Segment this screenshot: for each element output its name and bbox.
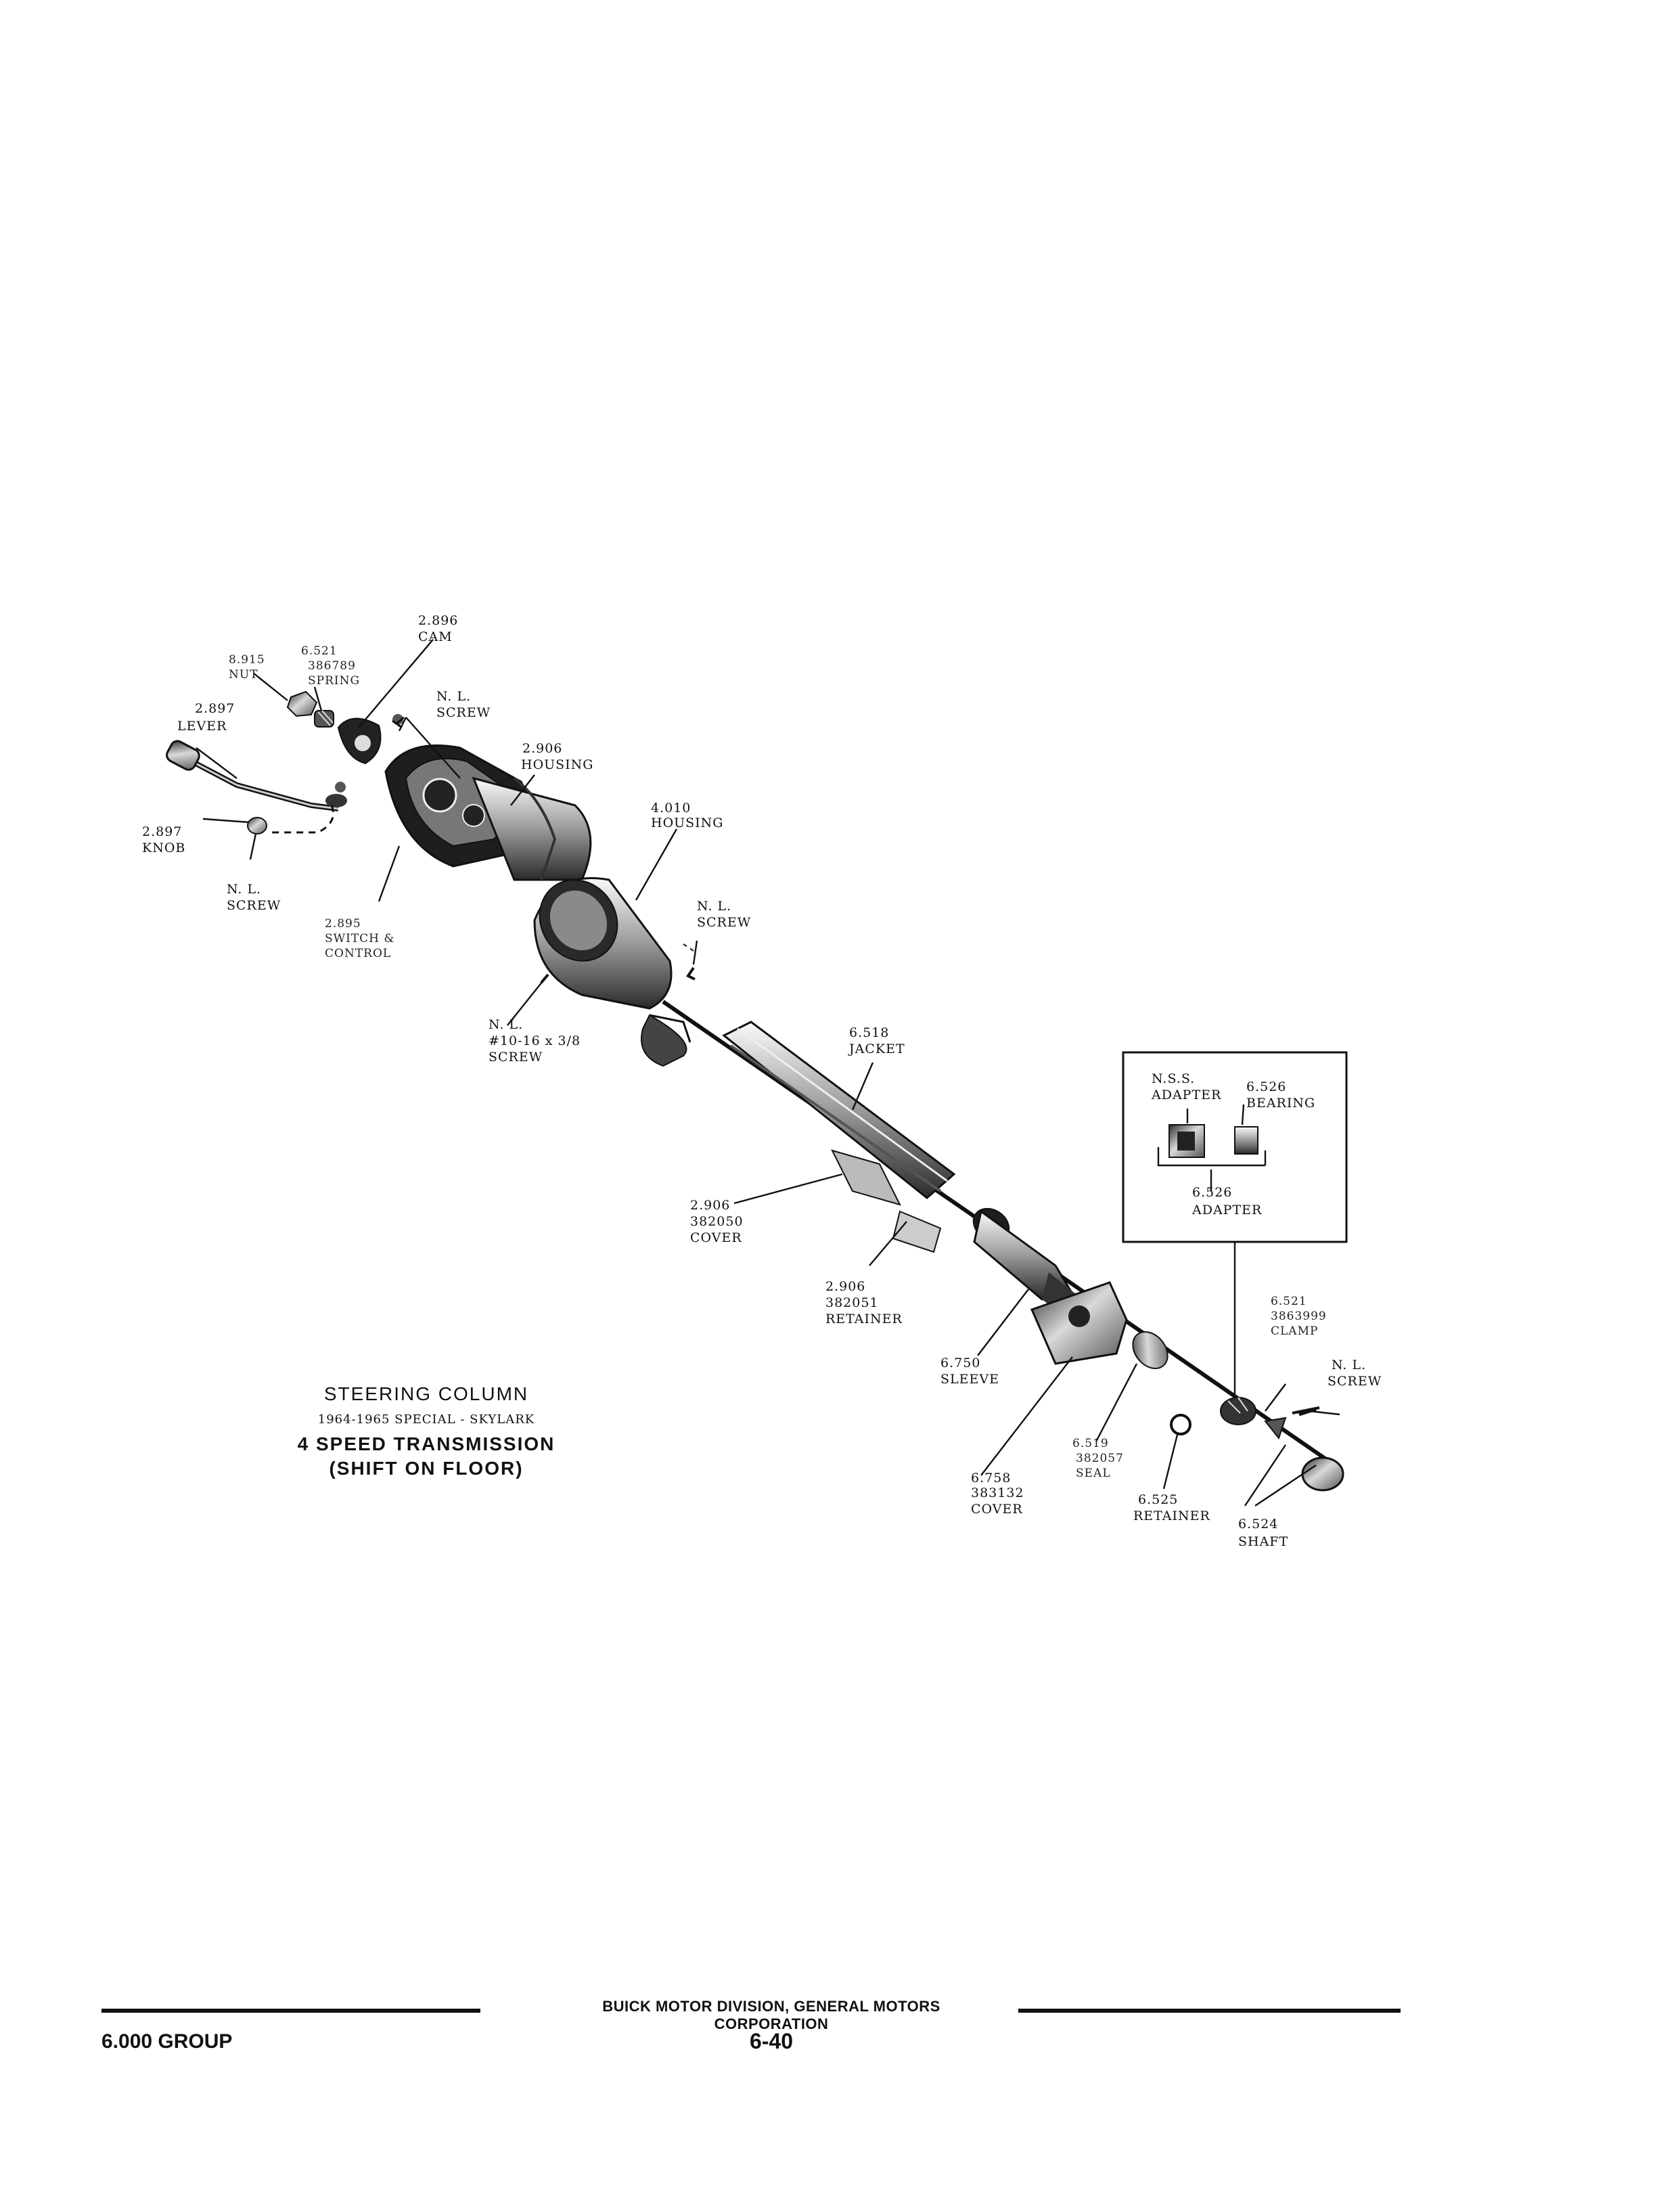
title-main: STEERING COLUMN xyxy=(323,1383,529,1404)
nut-spring-cam xyxy=(286,690,403,792)
leader-lines xyxy=(196,639,1340,1506)
footer-company: BUICK MOTOR DIVISION, GENERAL MOTORS COR… xyxy=(602,1998,940,2032)
footer-group: 6.000 GROUP xyxy=(101,2030,233,2053)
label-screw-top: N. L.SCREW xyxy=(436,689,491,720)
lever-rod xyxy=(166,740,347,834)
lower-housing xyxy=(533,877,691,1067)
title-shift: (SHIFT ON FLOOR) xyxy=(329,1458,524,1479)
diagram-title-block: STEERING COLUMN 1964-1965 SPECIAL - SKYL… xyxy=(257,1381,595,1481)
sleeve-cover xyxy=(972,1207,1128,1365)
footer-rule-right xyxy=(1018,2009,1401,2013)
title-years: 1964-1965 SPECIAL - SKYLARK xyxy=(317,1412,535,1427)
label-screw-right: N. L.SCREW xyxy=(1327,1358,1382,1389)
title-transmission: 4 SPEED TRANSMISSION xyxy=(297,1433,555,1454)
jacket-tube xyxy=(722,1021,956,1253)
label-screw-left: N. L.SCREW xyxy=(227,882,281,913)
label-screw-mid: N. L.SCREW xyxy=(697,899,751,930)
footer-rule-left xyxy=(101,2009,480,2013)
upper-housing xyxy=(384,744,592,881)
screws xyxy=(392,716,1317,1416)
label-inset-adapter-nss: N.S.S.ADAPTER xyxy=(1151,1071,1221,1102)
footer-page-number: 6-40 xyxy=(749,2029,794,2053)
lower-shaft-parts xyxy=(1132,1331,1344,1492)
